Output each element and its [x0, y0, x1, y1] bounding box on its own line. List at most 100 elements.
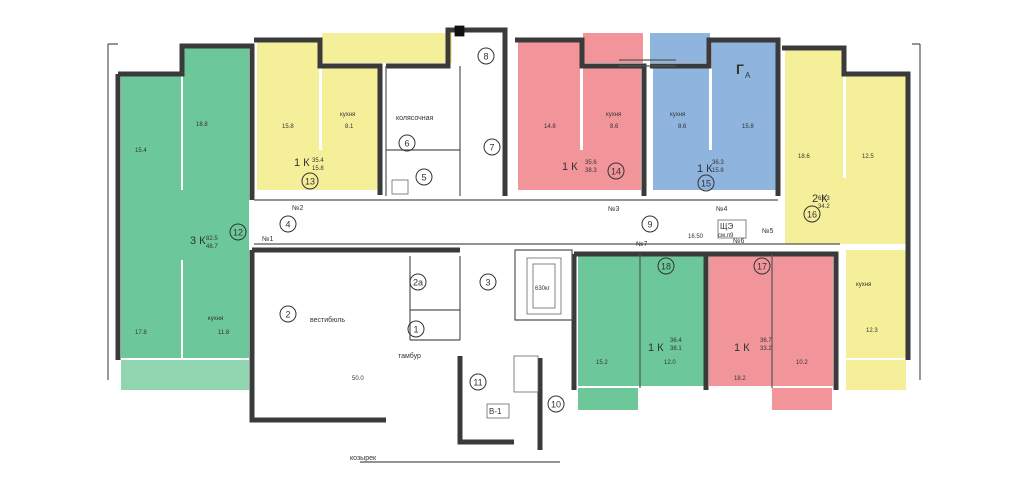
- apt13-kitchen: [322, 66, 378, 150]
- apartment-14-zone: [518, 33, 643, 190]
- room-number-r7-circle: [483, 138, 501, 156]
- apartment-number-a13-circle: [301, 172, 319, 190]
- area-a15-kitchen: 8.6: [678, 124, 687, 130]
- area-a16-room2: 12.5: [862, 154, 874, 160]
- apt12-balcony: [121, 360, 249, 390]
- label-kitchen-16: кухня: [856, 282, 871, 288]
- section-mark: Г: [736, 61, 744, 77]
- apt16-balcony: [846, 360, 906, 390]
- label-vestibul: вестибюль: [310, 316, 345, 324]
- area-a14-room: 14.8: [544, 124, 556, 130]
- apartment-number-a12-circle: [229, 223, 247, 241]
- apartment-number-a17: 17: [757, 262, 767, 272]
- apt16-room2: [846, 76, 906, 182]
- room-number-r3-circle: [479, 273, 497, 291]
- area-a13-room: 15.8: [282, 124, 294, 130]
- room-number-r8-circle: [477, 47, 495, 65]
- room-number-r9: 9: [647, 220, 652, 230]
- apt13-balcony: [322, 33, 452, 63]
- label-kitchen-13: кухня: [340, 112, 355, 118]
- area-a18-room: 15.2: [596, 360, 608, 366]
- apartment-number-a15: 15: [701, 179, 711, 189]
- room-number-r2-circle: [279, 305, 297, 323]
- apartment-17-zone: [709, 256, 833, 410]
- room-number-r3: 3: [485, 278, 490, 288]
- door-number-n1: №1: [262, 236, 274, 243]
- apt18-all: [578, 256, 704, 386]
- area-a16-live: 34.2: [818, 204, 830, 210]
- apartment-type-a13: 1 К: [294, 157, 310, 169]
- label-kitchen-14: кухня: [606, 112, 621, 118]
- area-a15-total: 36.3: [712, 160, 724, 166]
- room-number-r10: 10: [551, 400, 561, 410]
- room-number-r11: 11: [473, 378, 482, 388]
- apt12-room-left-top: [121, 76, 181, 202]
- apartment-type-a12: 3 К: [190, 235, 206, 247]
- door-number-n4: №4: [716, 206, 728, 213]
- apt13-room: [257, 42, 319, 150]
- area-corridor: 16.50: [688, 234, 704, 240]
- label-tambur: тамбур: [398, 352, 421, 360]
- fixtures: [391, 25, 747, 419]
- area-a17-total: 36.7: [760, 338, 772, 344]
- stairs: [513, 355, 539, 393]
- area-a17-live: 33.2: [760, 346, 772, 352]
- label-kolyasochnaya: колясочная: [396, 115, 433, 122]
- apartment-number-a16: 16: [807, 210, 817, 220]
- apt12-room-mid: [183, 248, 249, 358]
- apartment-number-a17-circle: [753, 257, 771, 275]
- room-number-r4-circle: [279, 215, 297, 233]
- area-a15-room: 15.8: [742, 124, 754, 130]
- apt16-kitchen: [846, 250, 906, 358]
- apt15-hall: [653, 150, 776, 190]
- apt14-balcony: [583, 33, 643, 63]
- lift-car: [532, 263, 556, 309]
- area-a12-living: 18.8: [196, 122, 208, 128]
- elec-panel: [717, 219, 747, 239]
- area-vestibul: 50.0: [352, 376, 364, 382]
- area-a14-kitchen: 8.6: [610, 124, 619, 130]
- apartment-type-a18: 1 К: [648, 342, 664, 354]
- apt12-hall: [121, 190, 249, 260]
- door-number-n2: №2: [292, 205, 304, 212]
- text-labels: колясочная вестибюль тамбур козырек 630к…: [208, 61, 871, 462]
- area-a16-room1: 18.6: [798, 154, 810, 160]
- area-a12-live: 48.7: [206, 244, 218, 250]
- apt15-balcony: [650, 33, 710, 63]
- apartment-number-a18: 18: [661, 262, 671, 272]
- room-number-r5-circle: [415, 168, 433, 186]
- room-number-r1-circle: [407, 320, 425, 338]
- apartment-12-zone: [121, 48, 249, 390]
- apartment-type-a16: 2 К: [812, 193, 828, 205]
- apartment-number-a18-circle: [657, 257, 675, 275]
- area-a17-kitchen: 10.2: [796, 360, 808, 366]
- label-kozyrek: козырек: [350, 455, 377, 462]
- area-values: 15.4 18.8 17.8 11.8 82.5 48.7 15.8 8.1 3…: [135, 122, 878, 382]
- section-mark-sub: А: [745, 71, 751, 80]
- area-a17-room: 18.2: [734, 376, 746, 382]
- door-number-n3: №3: [608, 206, 620, 213]
- room-number-r6: 6: [404, 139, 409, 149]
- apt14-kitchen: [583, 66, 641, 150]
- apt17-balcony: [772, 388, 832, 410]
- room-number-r5: 5: [421, 173, 426, 183]
- area-a18-total: 36.4: [670, 338, 682, 344]
- room-number-r7: 7: [489, 143, 494, 153]
- area-a13-live: 15.8: [312, 166, 324, 172]
- riser-5: [391, 179, 409, 195]
- apartment-13-zone: [257, 33, 452, 190]
- area-a12-bed1: 15.4: [135, 148, 147, 154]
- label-kitchen-15: кухня: [670, 112, 685, 118]
- area-a18-live: 38.1: [670, 346, 682, 352]
- area-a13-kitchen: 8.1: [345, 124, 354, 130]
- v1-box: [486, 403, 510, 419]
- apt15-kitchen: [653, 66, 709, 150]
- area-a16-kitchen: 12.3: [866, 328, 878, 334]
- room-number-r6-circle: [398, 134, 416, 152]
- area-a15-live: 15.8: [712, 168, 724, 174]
- apartment-number-a12: 12: [233, 228, 243, 238]
- apt16-hall: [785, 178, 906, 244]
